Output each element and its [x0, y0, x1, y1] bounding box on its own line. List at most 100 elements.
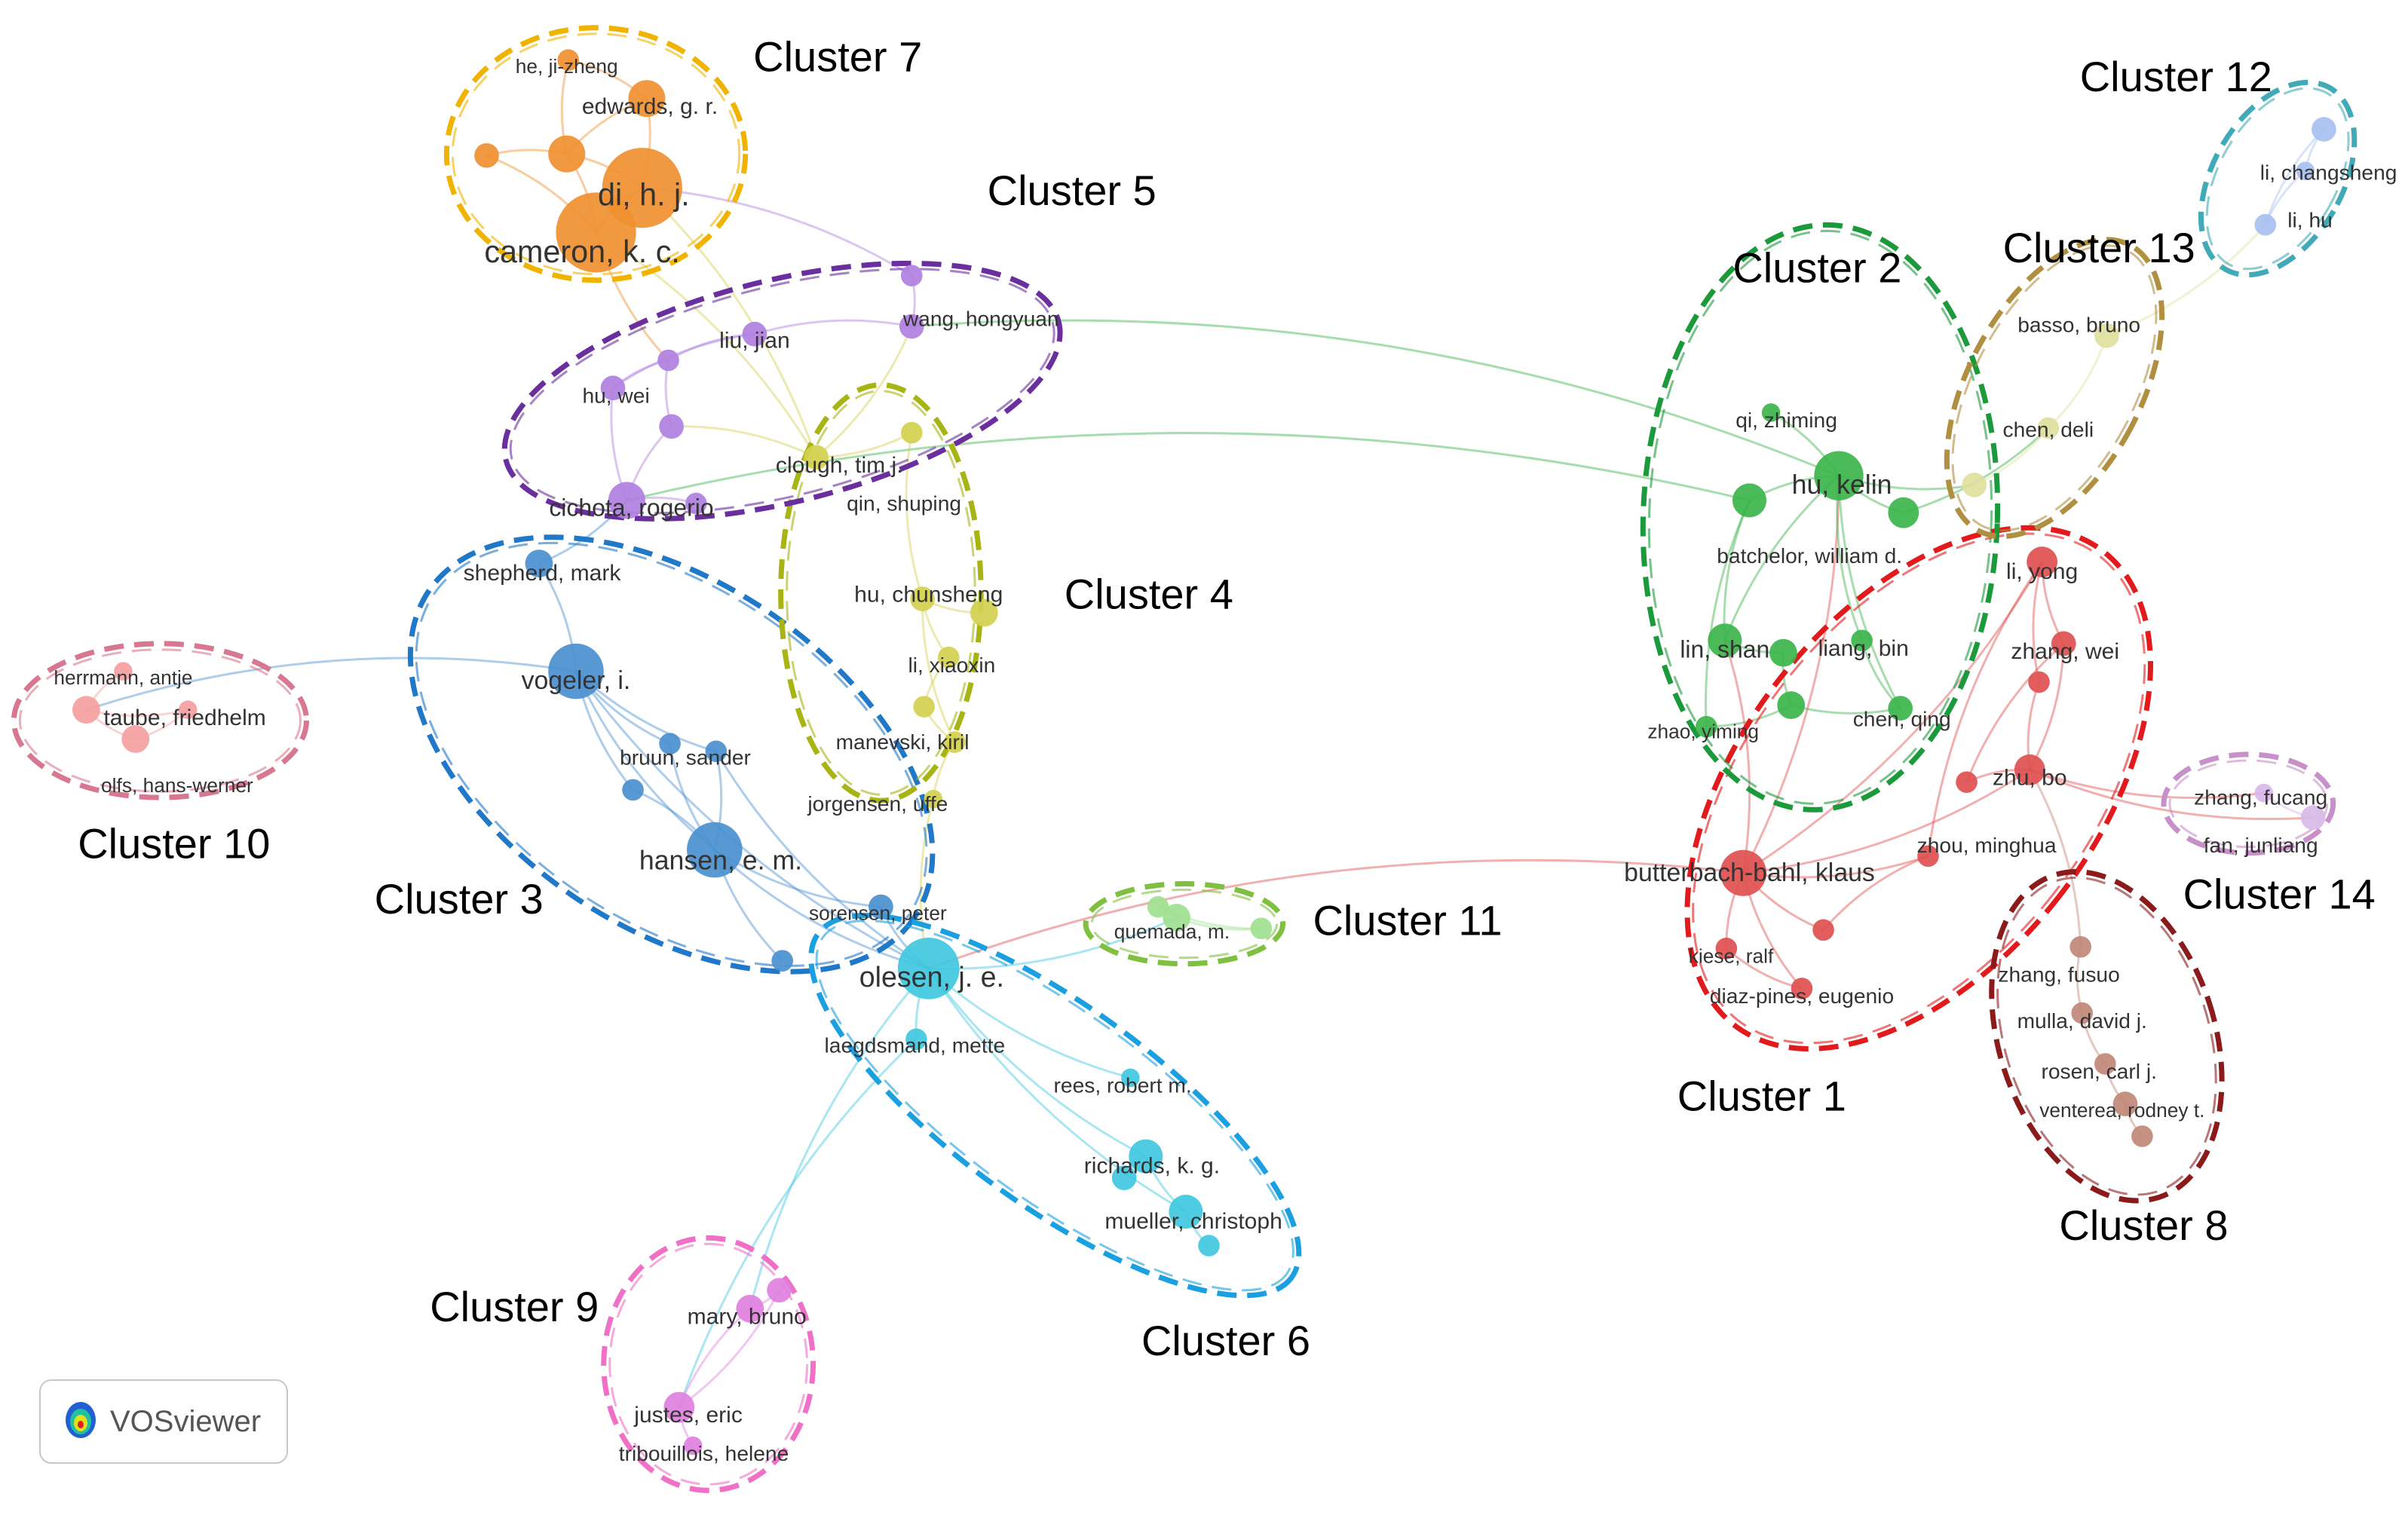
author-node-basso[interactable]: [2094, 323, 2119, 348]
cluster-title-c14: Cluster 14: [2183, 871, 2376, 918]
author-node[interactable]: [1111, 1165, 1137, 1191]
author-node[interactable]: [900, 265, 923, 286]
author-node-mulla[interactable]: [2071, 1002, 2094, 1024]
author-node[interactable]: [1769, 638, 1797, 667]
author-node-zhang-wei[interactable]: [2051, 631, 2076, 656]
cluster-outline-c11: [1083, 881, 1286, 967]
author-node[interactable]: [659, 414, 684, 439]
author-node[interactable]: [685, 492, 707, 515]
author-label-kiese: kiese, ralf: [1689, 945, 1774, 968]
author-label-cichota: cichota, rogerio: [549, 494, 713, 522]
author-node-chen-deli[interactable]: [2037, 417, 2060, 439]
author-node-rosen[interactable]: [2094, 1053, 2116, 1075]
co-authorship-link: [574, 670, 715, 851]
author-node-manevski[interactable]: [944, 731, 966, 753]
author-node-qi-zhiming[interactable]: [1761, 403, 1781, 422]
author-node-zhou-minghua[interactable]: [1917, 845, 1939, 868]
author-node-olesen[interactable]: [897, 938, 960, 999]
author-node-zhu-bo[interactable]: [2014, 754, 2045, 785]
author-node-cameron[interactable]: [556, 192, 636, 273]
cluster-outline-c7: [443, 25, 749, 283]
author-node-fan-junliang[interactable]: [2300, 805, 2326, 831]
author-node-kiese[interactable]: [1715, 938, 1738, 959]
author-node[interactable]: [1250, 917, 1273, 940]
author-node-zhao-yiming[interactable]: [1696, 715, 1717, 738]
author-node[interactable]: [657, 349, 679, 372]
author-node-kluss[interactable]: [121, 725, 150, 753]
author-node-hansen[interactable]: [687, 822, 743, 878]
author-node[interactable]: [474, 142, 499, 168]
author-node[interactable]: [622, 779, 644, 801]
cluster-outline-c5: [501, 260, 1063, 522]
author-node-chen-qing[interactable]: [1888, 696, 1913, 721]
author-label-rees: rees, robert m.: [1054, 1073, 1192, 1097]
author-node[interactable]: [548, 135, 586, 173]
author-node-justes[interactable]: [663, 1391, 695, 1423]
author-node-lin-shan[interactable]: [1708, 623, 1742, 658]
author-node[interactable]: [2296, 161, 2315, 180]
author-node-li-yong[interactable]: [2027, 546, 2058, 578]
author-node[interactable]: [1962, 473, 1987, 497]
author-node-wang-hongyuan[interactable]: [899, 314, 924, 339]
author-node-jorgensen[interactable]: [924, 789, 943, 809]
author-label-hu-chunsheng: hu, chunsheng: [854, 582, 1003, 607]
author-node[interactable]: [767, 1278, 792, 1303]
author-node-zhang-fusuo[interactable]: [2069, 935, 2091, 958]
author-node-qin-shuping[interactable]: [900, 421, 923, 444]
author-node-tribouillois[interactable]: [683, 1436, 703, 1455]
author-node[interactable]: [1198, 1235, 1220, 1256]
author-label-edwards: edwards, g. r.: [582, 94, 718, 119]
author-node[interactable]: [1147, 895, 1169, 918]
author-node-mueller[interactable]: [1169, 1195, 1203, 1229]
author-node-hu-chunsheng[interactable]: [910, 586, 935, 611]
author-node-diaz[interactable]: [1791, 978, 1813, 999]
author-node-sorensen[interactable]: [869, 894, 893, 920]
author-node-li-changsheng[interactable]: [2311, 117, 2336, 142]
cluster-outline-c14: [2161, 751, 2336, 856]
author-node[interactable]: [659, 733, 681, 754]
author-node-quemada[interactable]: [1163, 904, 1191, 932]
author-node-hu-wei[interactable]: [600, 375, 626, 401]
co-authorship-link: [1723, 500, 1751, 641]
author-node[interactable]: [178, 700, 198, 719]
author-node[interactable]: [938, 646, 960, 669]
author-node-hu-kelin[interactable]: [1814, 451, 1864, 500]
co-authorship-link: [2029, 768, 2264, 799]
author-node-rees[interactable]: [1121, 1068, 1140, 1088]
author-node-liu-jian[interactable]: [742, 321, 767, 347]
author-node[interactable]: [771, 950, 793, 972]
author-node-li-xiaoxin[interactable]: [970, 598, 998, 627]
author-node-butterbach[interactable]: [1720, 849, 1766, 896]
author-node-cichota[interactable]: [608, 482, 645, 519]
author-node[interactable]: [1812, 919, 1834, 941]
author-node-venterea[interactable]: [2112, 1091, 2138, 1116]
author-node[interactable]: [2131, 1125, 2153, 1147]
author-node-vogeler[interactable]: [548, 643, 604, 699]
author-node-he-jizheng[interactable]: [557, 49, 580, 71]
author-node-edwards[interactable]: [628, 80, 666, 118]
author-node-taube[interactable]: [72, 696, 100, 724]
author-node-batchelor[interactable]: [1732, 483, 1766, 518]
author-node[interactable]: [1777, 691, 1806, 719]
author-node-herrmann[interactable]: [114, 662, 133, 681]
author-node[interactable]: [913, 696, 935, 718]
author-label-liu-jian: liu, jian: [719, 328, 790, 353]
vosviewer-badge[interactable]: VOSviewer: [39, 1379, 288, 1464]
author-node[interactable]: [1956, 771, 1978, 793]
author-node-clough[interactable]: [804, 445, 829, 470]
author-node[interactable]: [1888, 497, 1919, 528]
vosviewer-label: VOSviewer: [110, 1404, 262, 1438]
author-node-liang-bin[interactable]: [1851, 629, 1873, 652]
co-authorship-link: [2029, 768, 2314, 821]
author-node[interactable]: [2028, 671, 2050, 693]
author-label-tribouillois: tribouillois, helene: [619, 1441, 789, 1465]
author-node-shepherd[interactable]: [525, 549, 553, 578]
co-authorship-link: [715, 751, 930, 970]
author-node-richards[interactable]: [1129, 1139, 1163, 1174]
co-authorship-link: [612, 332, 755, 389]
author-node-bruun[interactable]: [705, 740, 728, 763]
author-node-zhang-fucang[interactable]: [2254, 783, 2274, 803]
author-node-li-hu[interactable]: [2254, 213, 2277, 236]
author-node-laegdsmand[interactable]: [905, 1028, 927, 1051]
author-node-mary[interactable]: [736, 1294, 764, 1323]
